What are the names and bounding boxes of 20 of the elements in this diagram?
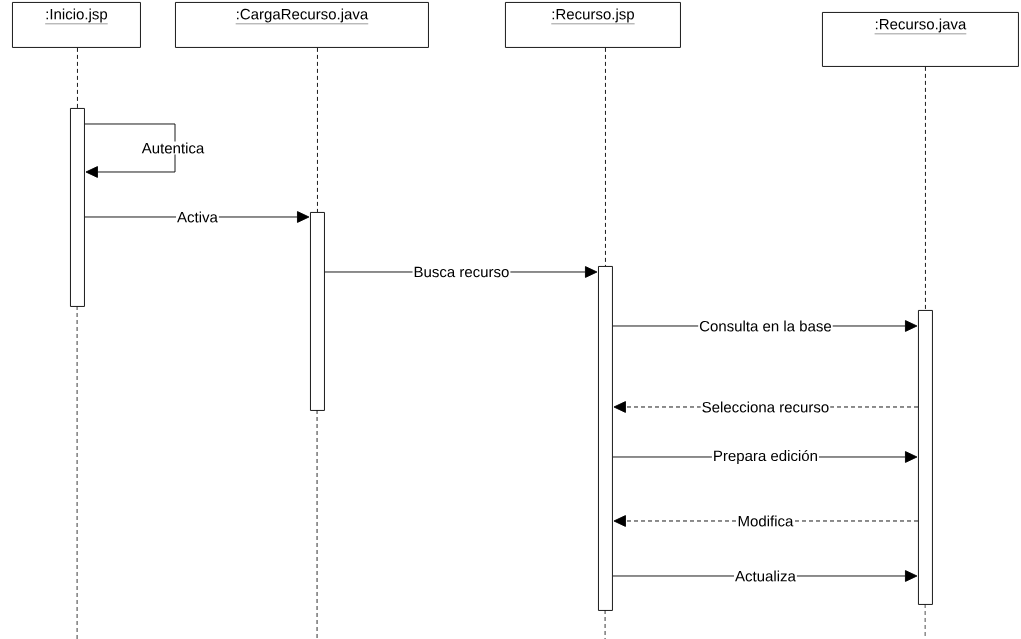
activation-bar: [598, 266, 613, 611]
edge-label: Selecciona recurso: [700, 400, 831, 414]
edge-label: Activa: [176, 210, 219, 224]
object-box: :Recurso.java: [822, 12, 1019, 67]
message-arrow: [613, 515, 919, 527]
edge-label: Actualiza: [734, 569, 797, 583]
edge-label: Modifica: [736, 514, 795, 528]
lifeline: [77, 47, 78, 109]
lifeline: [925, 66, 926, 311]
activation-bar: [70, 108, 85, 307]
edge-label: Autentica: [140, 141, 206, 155]
lifeline: [605, 47, 606, 267]
object-box: :CargaRecurso.java: [175, 2, 429, 48]
object-box: :Inicio.jsp: [12, 2, 141, 48]
object-box: :Recurso.jsp: [505, 2, 681, 48]
self-message-arrow: [84, 123, 176, 178]
edge-label: Consulta en la base: [698, 319, 833, 333]
activation-bar: [918, 310, 933, 605]
lifeline: [317, 47, 318, 213]
activation-bar: [310, 212, 325, 411]
